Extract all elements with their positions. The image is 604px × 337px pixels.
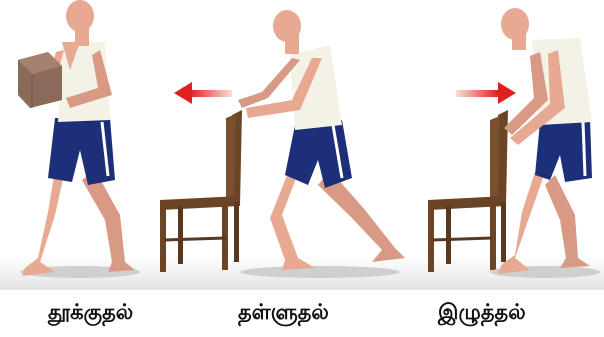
pull-arrow [456,82,516,104]
pushing-figure [238,10,405,278]
chair-pushed [160,110,242,272]
illustration-scene [0,0,604,290]
caption-pulling: இழுத்தல் [438,300,526,327]
chair-pulled [428,110,508,272]
box [18,52,62,108]
caption-lifting: தூக்குதல் [48,300,133,327]
lifting-figure [20,0,140,278]
caption-pushing: தள்ளுதல் [238,300,329,327]
push-arrow [174,82,232,104]
